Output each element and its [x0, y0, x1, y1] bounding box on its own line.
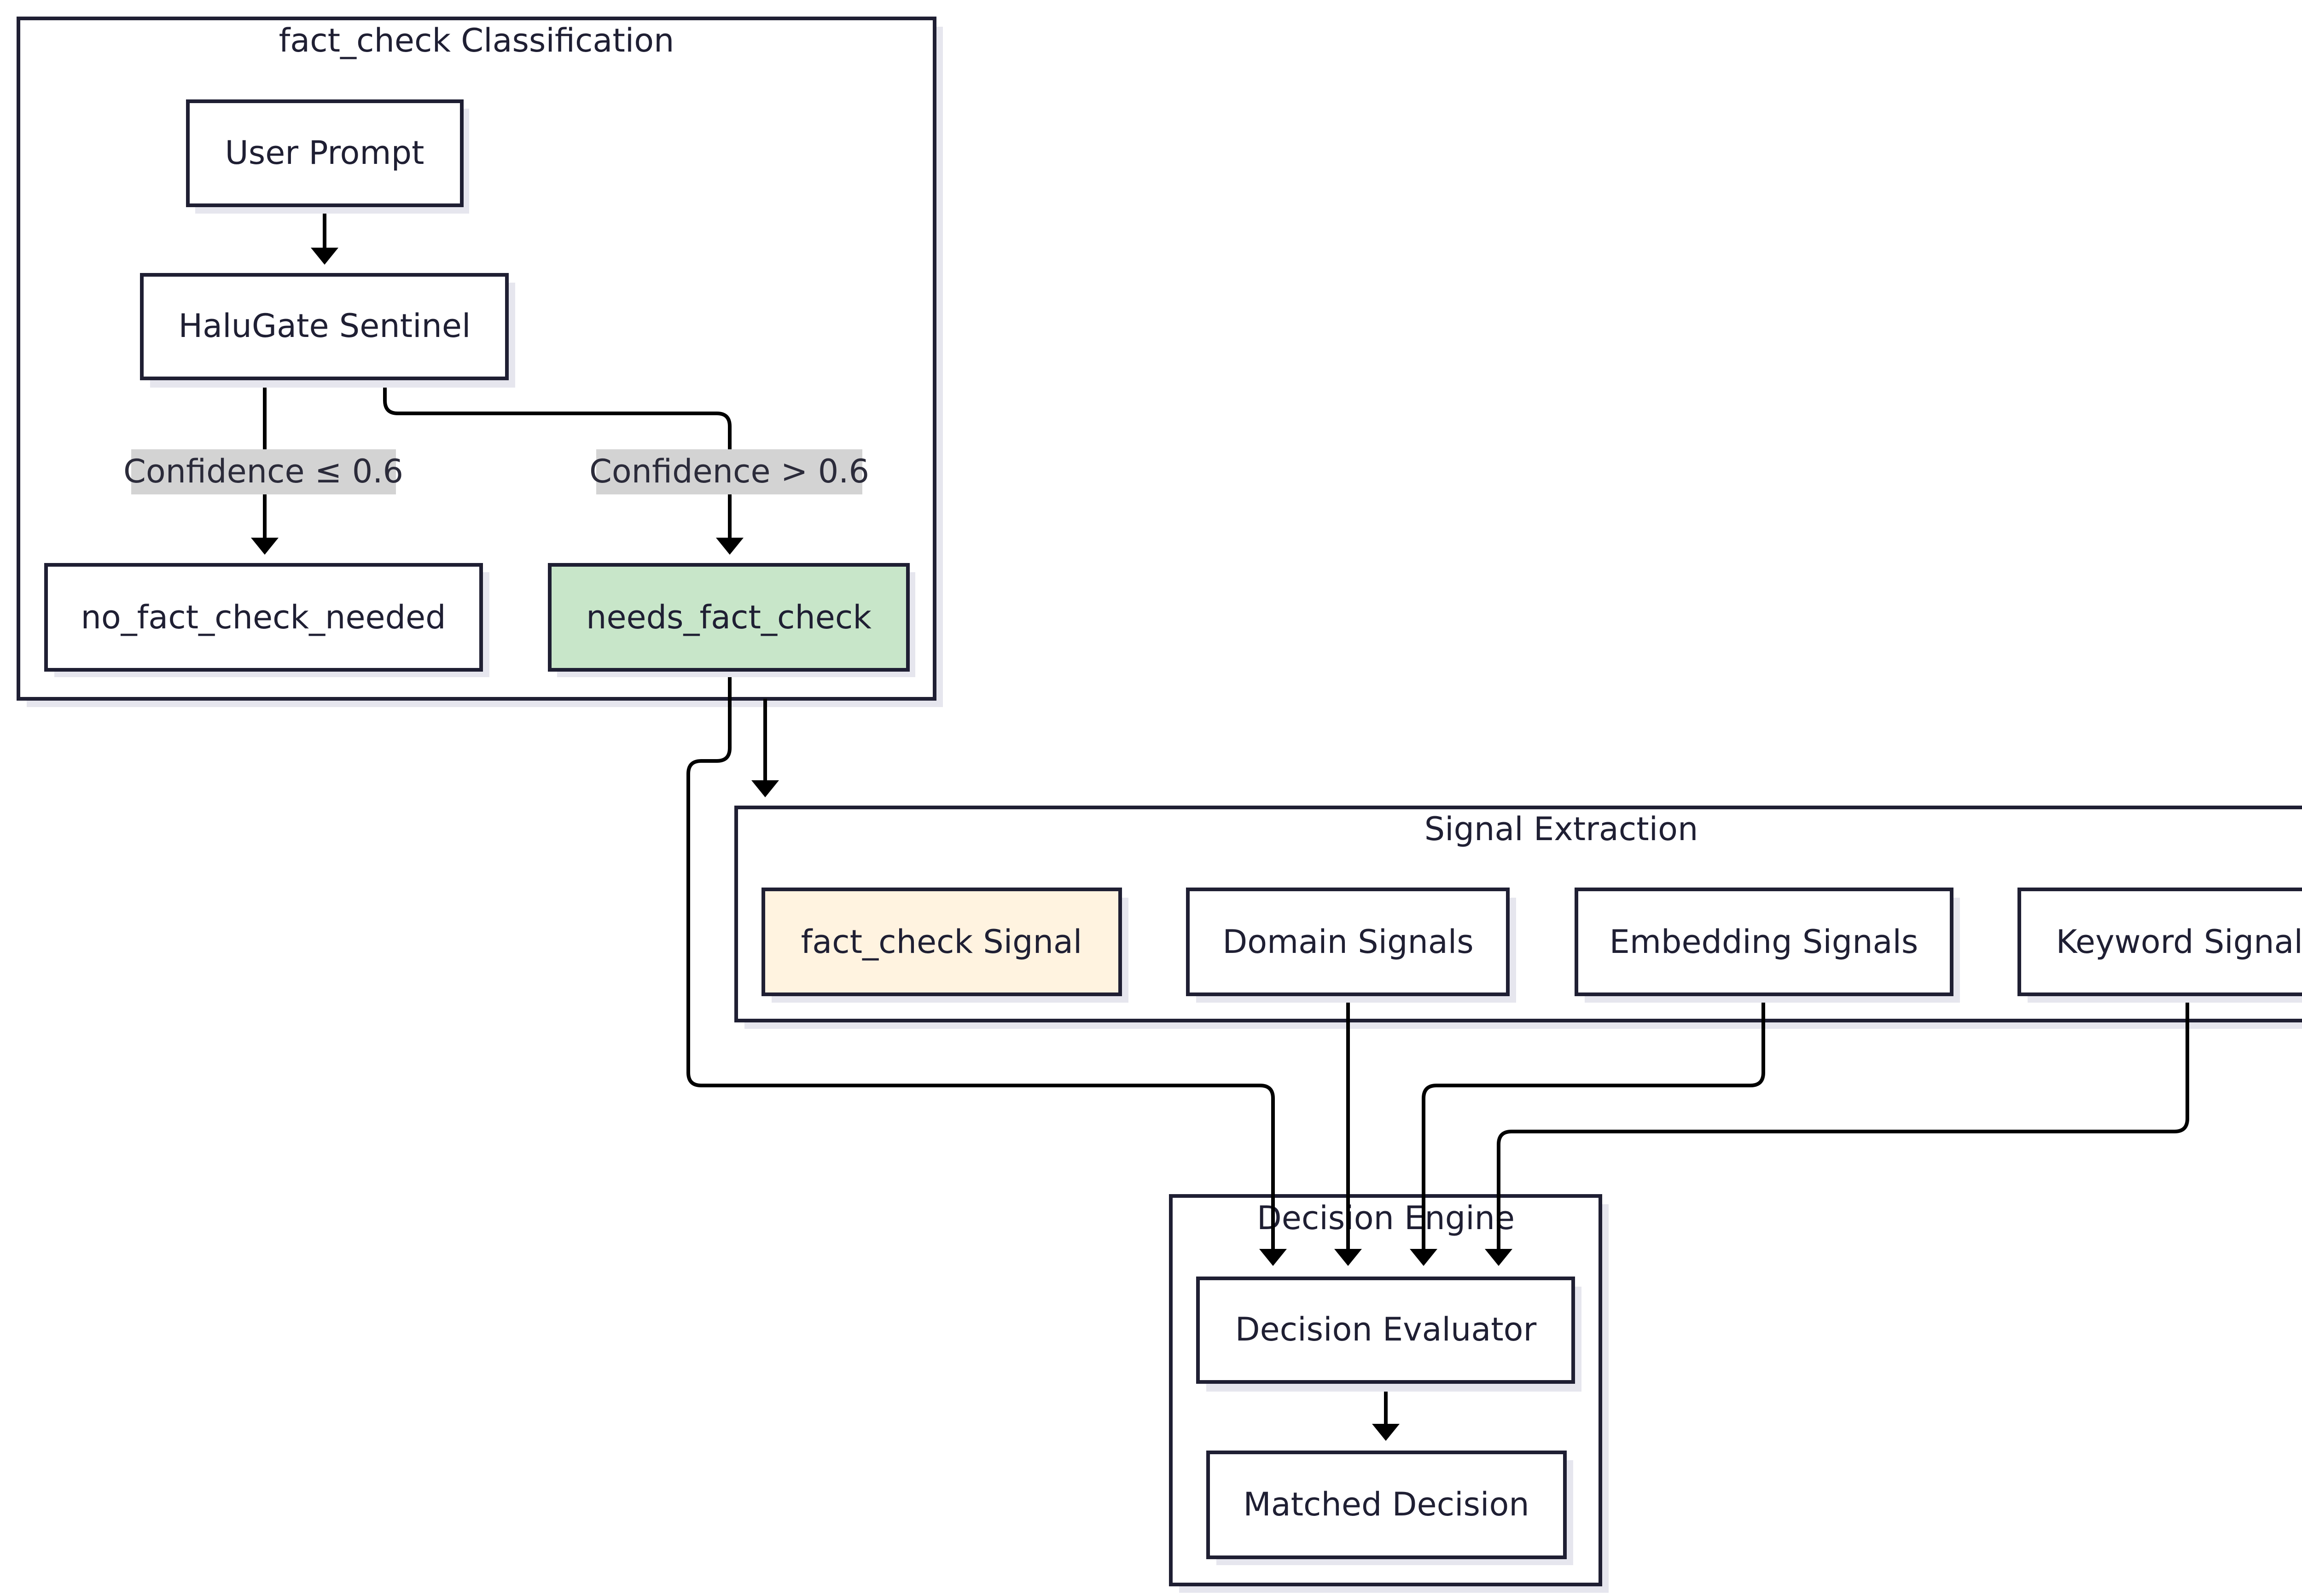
- node-domain-signals-label: Domain Signals: [1222, 923, 1473, 961]
- arrowhead: [1334, 1249, 1362, 1266]
- edge-label-high-confidence-text: Confidence > 0.6: [589, 453, 869, 490]
- edge-embedding-signals-to-decision-evaluator: [1422, 994, 1765, 1249]
- node-user-prompt: User Prompt: [186, 99, 469, 214]
- cluster-title-signal-extraction: Signal Extraction: [1424, 810, 1698, 848]
- arrowhead: [311, 248, 338, 265]
- node-embedding-signals-label: Embedding Signals: [1610, 923, 1918, 961]
- arrowhead: [751, 780, 779, 797]
- edge-halugate-to-needs-fact-check: [383, 378, 732, 538]
- node-keyword-signals-label: Keyword Signals: [2056, 923, 2302, 961]
- edge-label-high-confidence: Confidence > 0.6: [589, 449, 869, 494]
- arrowhead: [1410, 1249, 1437, 1266]
- node-halugate-sentinel-label: HaluGate Sentinel: [179, 307, 471, 345]
- node-keyword-signals: Keyword Signals: [2017, 888, 2302, 1003]
- node-needs-fact-check-label: needs_fact_check: [586, 598, 872, 636]
- node-domain-signals: Domain Signals: [1186, 888, 1516, 1003]
- edge-needs-fact-check-to-decision-evaluator: [686, 670, 1275, 1249]
- arrowhead: [1372, 1424, 1400, 1441]
- edge-label-low-confidence-text: Confidence ≤ 0.6: [123, 453, 403, 490]
- node-no-fact-check-needed-label: no_fact_check_needed: [81, 598, 446, 636]
- arrowhead: [716, 538, 744, 555]
- cluster-title-classification: fact_check Classification: [279, 22, 674, 59]
- edge-label-low-confidence: Confidence ≤ 0.6: [123, 449, 403, 494]
- node-needs-fact-check: needs_fact_check: [548, 563, 915, 677]
- node-decision-evaluator: Decision Evaluator: [1196, 1277, 1581, 1392]
- node-user-prompt-label: User Prompt: [225, 134, 424, 172]
- node-no-fact-check-needed: no_fact_check_needed: [44, 563, 489, 677]
- node-matched-decision-label: Matched Decision: [1243, 1486, 1529, 1523]
- node-matched-decision: Matched Decision: [1206, 1451, 1573, 1565]
- node-embedding-signals: Embedding Signals: [1575, 888, 1960, 1003]
- node-fact-check-signal-label: fact_check Signal: [801, 923, 1082, 961]
- edge-keyword-signals-to-decision-evaluator: [1497, 994, 2189, 1249]
- node-fact-check-signal: fact_check Signal: [762, 888, 1128, 1003]
- cluster-title-decision-engine: Decision Engine: [1257, 1199, 1515, 1237]
- arrowhead: [1259, 1249, 1287, 1266]
- node-decision-evaluator-label: Decision Evaluator: [1235, 1311, 1537, 1348]
- arrowhead: [1485, 1249, 1512, 1266]
- arrowhead: [251, 538, 279, 555]
- node-halugate-sentinel: HaluGate Sentinel: [140, 273, 515, 388]
